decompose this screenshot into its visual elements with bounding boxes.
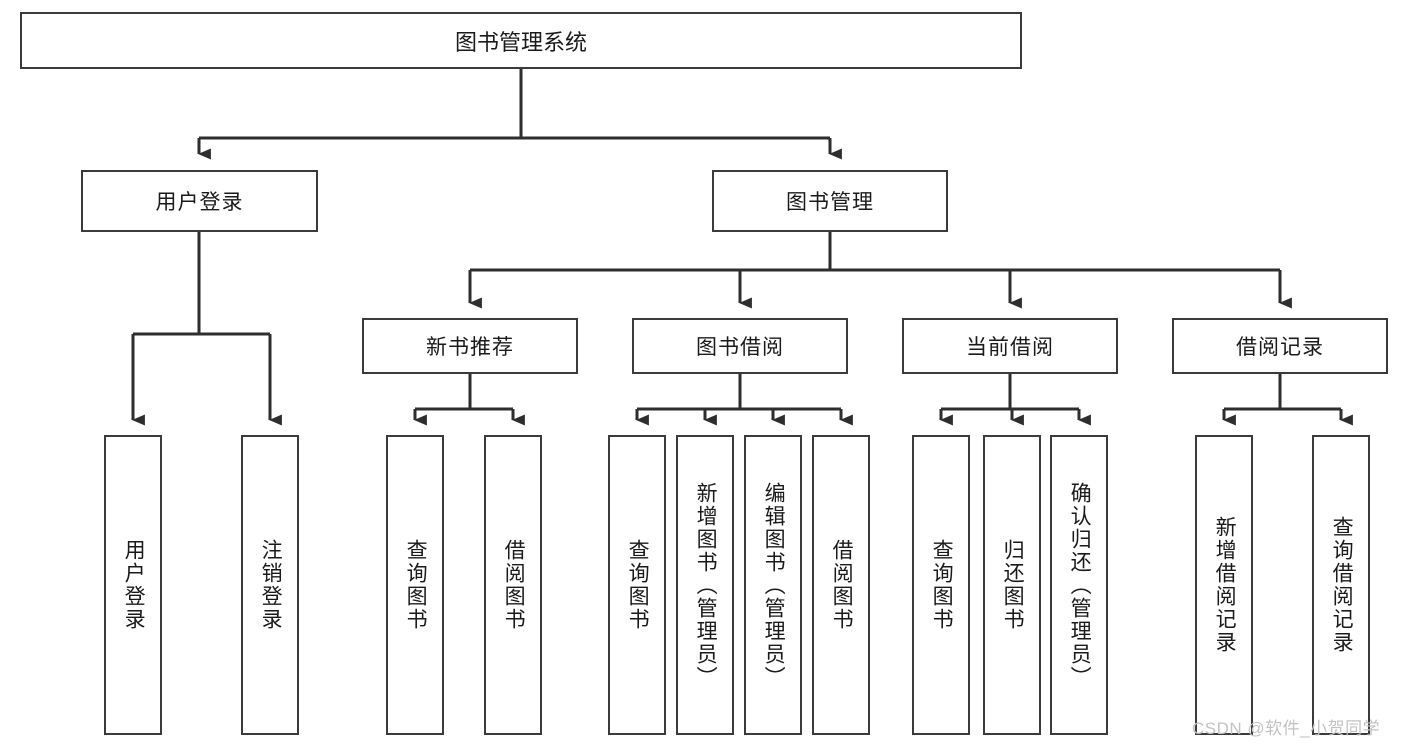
leaf-borrow-book[interactable]: 借阅图书 [812,435,870,735]
leaf-edit-book-admin-label: 编辑图书（管理员） [762,481,786,689]
leaf-logout-label: 注销登录 [259,539,283,631]
node-root-label: 图书管理系统 [454,29,587,55]
node-user-login[interactable]: 用户登录 [81,170,318,232]
node-user-login-label: 用户登录 [155,191,244,214]
leaf-confirm-return-admin[interactable]: 确认归还（管理员） [1050,435,1108,735]
leaf-query-book-recommend-label: 查询图书 [404,539,428,631]
leaf-query-book-borrow[interactable]: 查询图书 [608,435,666,735]
leaf-query-book-current-label: 查询图书 [930,539,954,631]
leaf-query-borrow-record[interactable]: 查询借阅记录 [1312,435,1370,735]
node-book-borrow[interactable]: 图书借阅 [632,318,848,374]
leaf-query-book-borrow-label: 查询图书 [626,539,650,631]
leaf-query-book-recommend[interactable]: 查询图书 [386,435,444,735]
node-borrow-record-label: 借阅记录 [1236,336,1324,359]
watermark: CSDN @软件_小贺同学 [1192,719,1381,738]
leaf-return-book[interactable]: 归还图书 [983,435,1041,735]
leaf-borrow-book-recommend-label: 借阅图书 [502,539,526,631]
leaf-add-book-admin-label: 新增图书（管理员） [694,481,718,689]
leaf-confirm-return-admin-label: 确认归还（管理员） [1068,481,1092,689]
leaf-add-book-admin[interactable]: 新增图书（管理员） [676,435,734,735]
leaf-borrow-book-label: 借阅图书 [830,539,854,631]
node-new-book-recommendation[interactable]: 新书推荐 [362,318,578,374]
node-current-borrow[interactable]: 当前借阅 [902,318,1118,374]
leaf-edit-book-admin[interactable]: 编辑图书（管理员） [744,435,802,735]
leaf-user-login[interactable]: 用户登录 [104,435,162,735]
node-current-borrow-label: 当前借阅 [966,336,1054,359]
leaf-add-borrow-record[interactable]: 新增借阅记录 [1195,435,1253,735]
node-book-management[interactable]: 图书管理 [712,170,948,232]
node-new-book-recommendation-label: 新书推荐 [426,336,514,359]
leaf-user-login-label: 用户登录 [122,539,146,631]
leaf-borrow-book-recommend[interactable]: 借阅图书 [484,435,542,735]
node-book-management-label: 图书管理 [786,191,874,214]
leaf-query-book-current[interactable]: 查询图书 [912,435,970,735]
node-book-borrow-label: 图书借阅 [696,336,784,359]
leaf-return-book-label: 归还图书 [1001,539,1025,631]
leaf-query-borrow-record-label: 查询借阅记录 [1330,516,1354,654]
leaf-logout[interactable]: 注销登录 [241,435,299,735]
node-borrow-record[interactable]: 借阅记录 [1172,318,1388,374]
node-root[interactable]: 图书管理系统 [20,12,1022,69]
leaf-add-borrow-record-label: 新增借阅记录 [1213,516,1237,654]
